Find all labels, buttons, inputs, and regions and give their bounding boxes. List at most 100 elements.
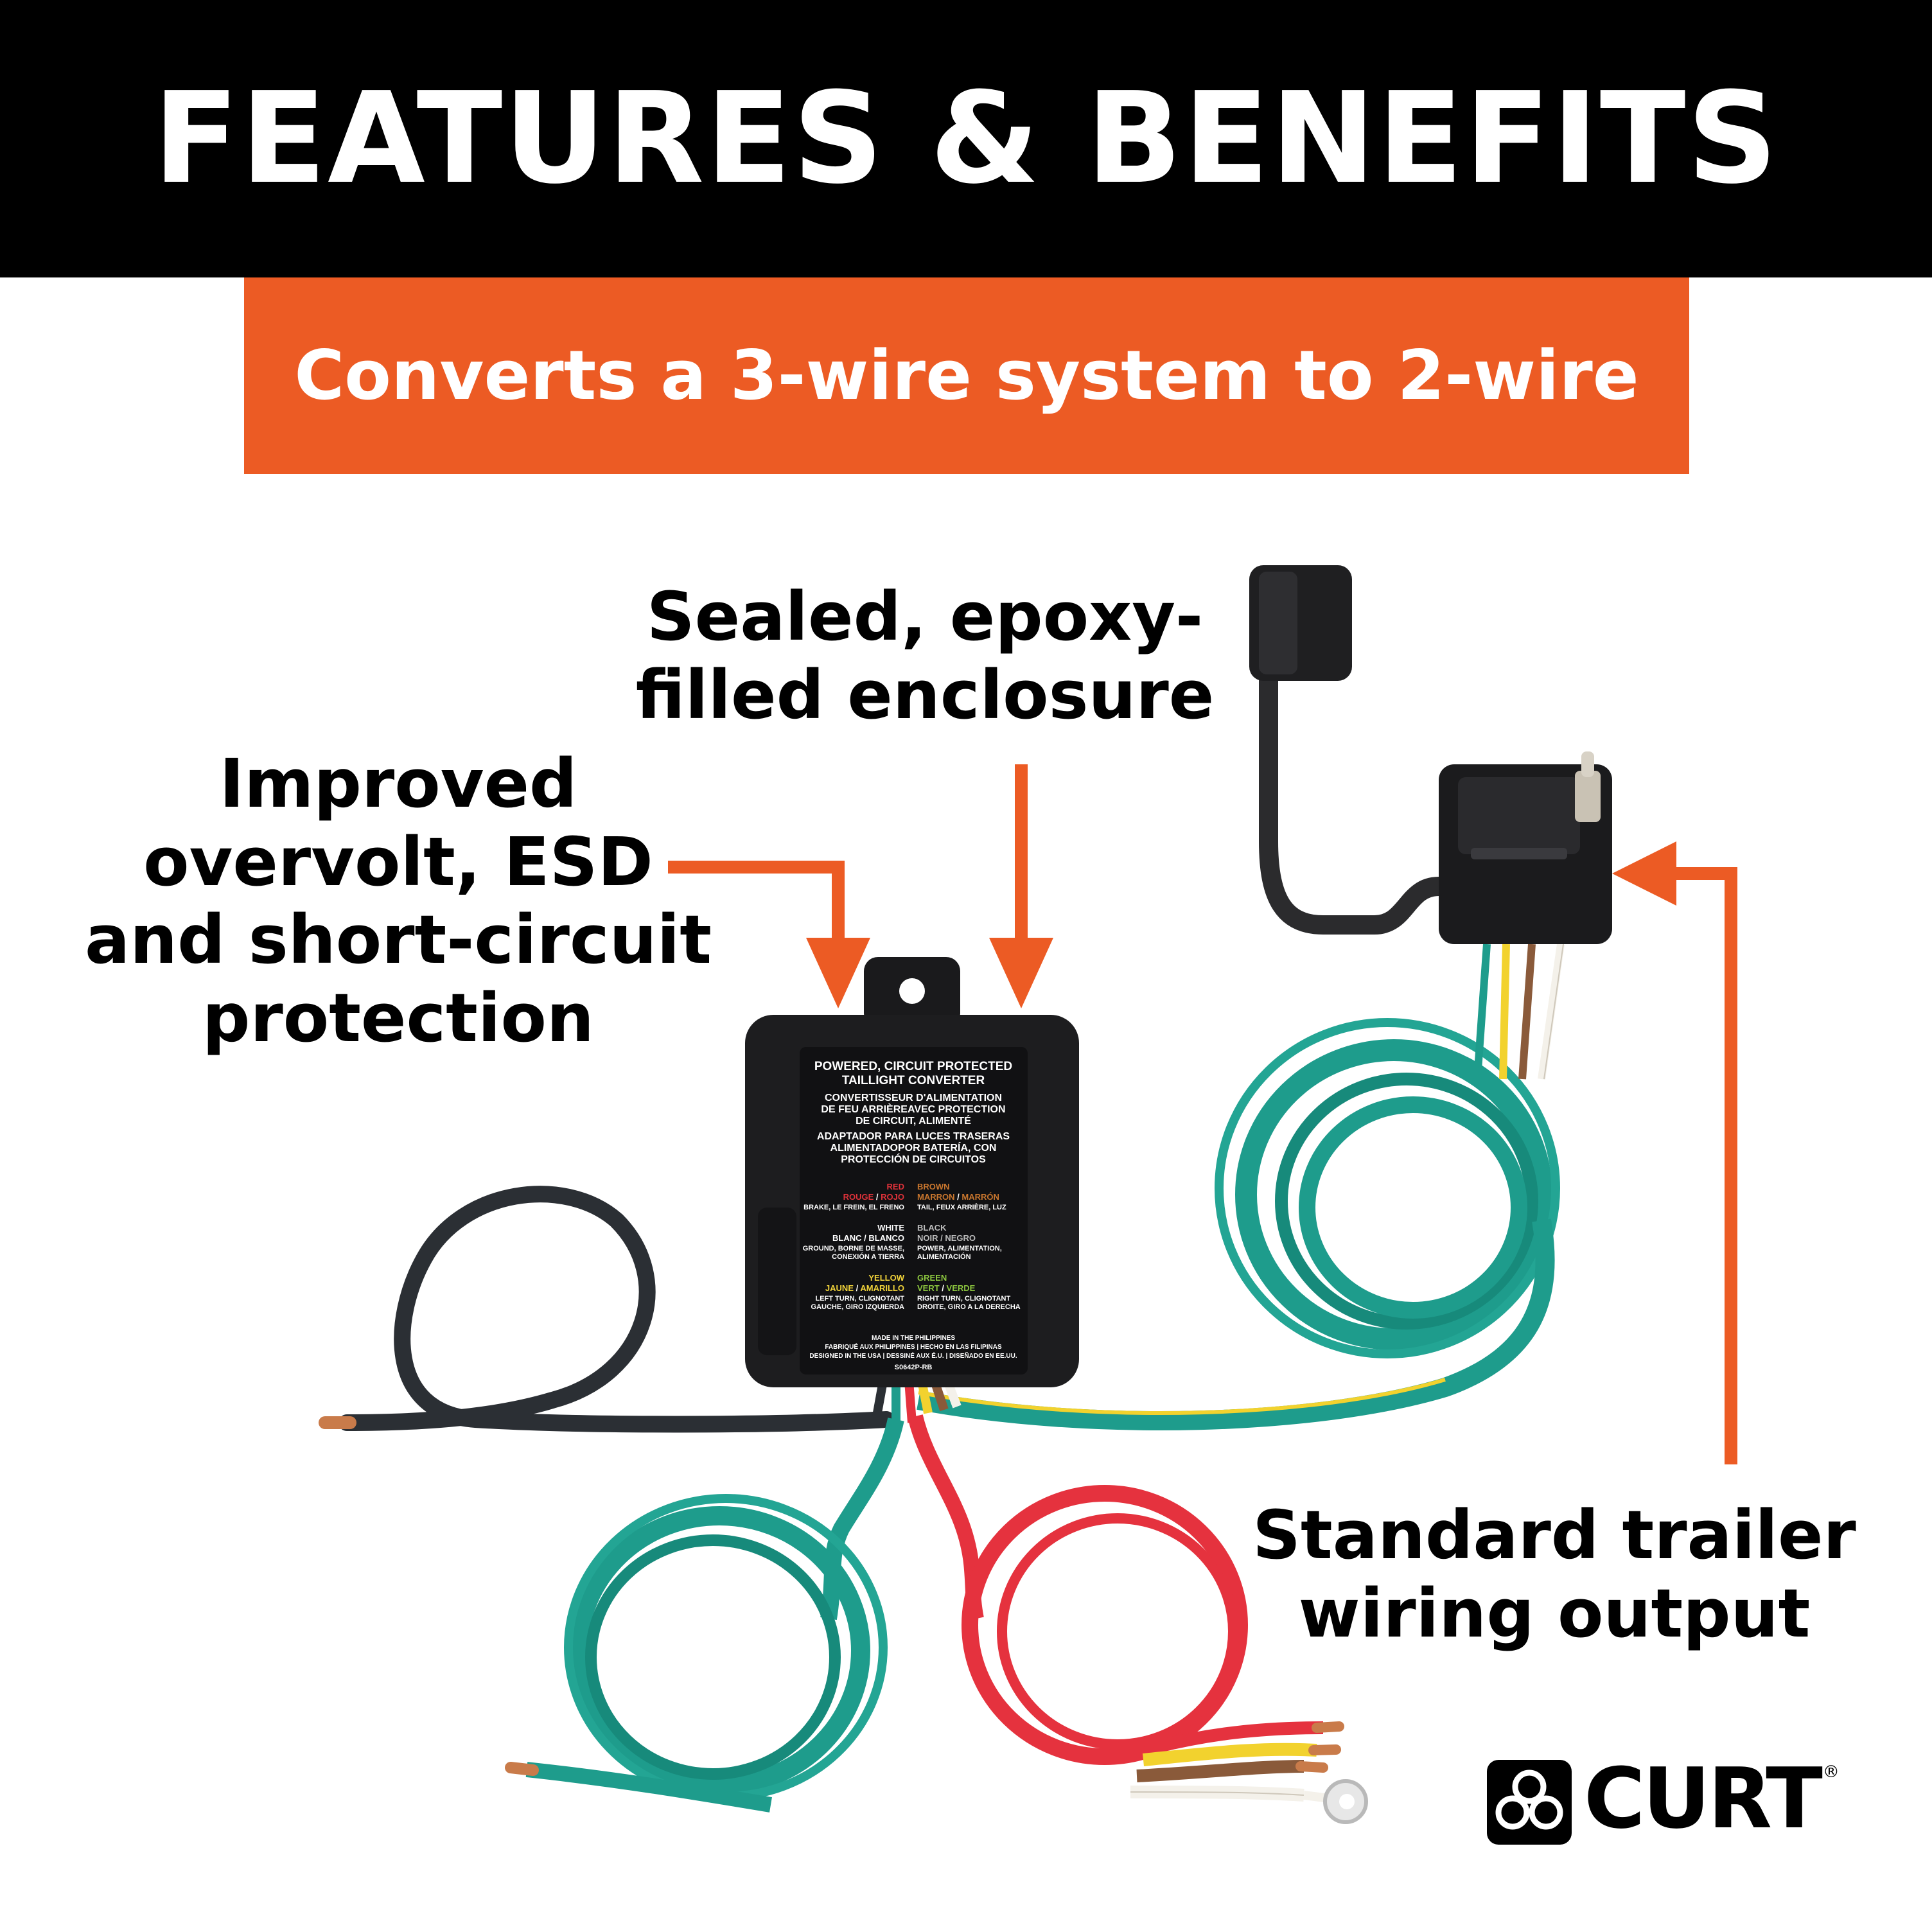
label-black-translation: NOIR / NEGRO [917, 1233, 976, 1243]
green-input-wire [505, 1418, 904, 1813]
brown-tail [1136, 1760, 1304, 1782]
label-es-1: ADAPTADOR PARA LUCES TRASERAS [817, 1131, 1010, 1142]
mounting-hole [899, 978, 925, 1004]
label-red-translation: ROUGE / ROJO [843, 1192, 904, 1202]
label-green-desc-1: RIGHT TURN, CLIGNOTANT [917, 1295, 1011, 1303]
black-power-wire [319, 1186, 895, 1433]
subtitle-text: Converts a 3-wire system to 2-wire [294, 336, 1639, 415]
label-white-es: BLANCO [868, 1233, 904, 1243]
connector-brown-wire [1518, 944, 1536, 1080]
label-black-desc-1: POWER, ALIMENTATION, [917, 1245, 1002, 1252]
label-title-2: TAILLIGHT CONVERTER [842, 1074, 985, 1087]
label-yellow-desc-1: LEFT TURN, CLIGNOTANT [816, 1295, 905, 1303]
brand-registered-mark: ® [1822, 1762, 1840, 1782]
arrow-down-icon [989, 938, 1053, 1008]
label-red-name: RED [887, 1182, 904, 1191]
label-made-1: MADE IN THE PHILIPPINES [872, 1335, 955, 1342]
label-heading: POWERED, CIRCUIT PROTECTED TAILLIGHT CON… [814, 1060, 1012, 1165]
red-tail [1154, 1721, 1324, 1753]
callout-improved-line-1: Improved [219, 744, 577, 823]
label-brown-sep: / [957, 1192, 960, 1202]
green-coil-2 [585, 1534, 841, 1780]
callout-improved-line-2: overvolt, ESD [143, 822, 653, 901]
arrow-standard [1612, 841, 1737, 1464]
label-red-fr: ROUGE [843, 1192, 874, 1202]
label-brown-es: MARRÓN [962, 1192, 999, 1202]
dust-cap-highlight [1259, 572, 1297, 674]
white-tail-outline [1130, 1791, 1304, 1796]
green-copper-tip [505, 1762, 539, 1776]
connector-pin-tip [1581, 751, 1594, 777]
red-coil-2 [997, 1513, 1238, 1750]
black-wire-path [338, 1186, 895, 1433]
callout-improved-line-3: and short-circuit [84, 900, 712, 979]
coil-loop-1 [1235, 1039, 1552, 1350]
label-yellow-desc-2: GAUCHE, GIRO IZQUIERDA [811, 1303, 905, 1311]
callout-standard-output: Standard trailer wiring output [1240, 1496, 1869, 1653]
label-green-desc-2: DROITE, GIRO A LA DERECHA [917, 1303, 1021, 1311]
red-coil-1 [962, 1485, 1248, 1765]
label-legend-left: RED ROUGE / ROJO BRAKE, LE FREIN, EL FRE… [803, 1182, 905, 1311]
brand-logo-spacer [1484, 1756, 1568, 1841]
arrow-improved-shaft [668, 861, 845, 944]
multi-input-wires [908, 1414, 1368, 1824]
brand-logo: CURT ® [1484, 1753, 1840, 1843]
connector-white-wire [1538, 944, 1565, 1080]
label-white-desc-1: GROUND, BORNE DE MASSE, [803, 1245, 904, 1252]
callout-sealed-enclosure: Sealed, epoxy- filled enclosure [604, 577, 1246, 734]
label-red-sep: / [876, 1192, 879, 1202]
label-white-desc-2: CONEXIÓN A TIERRA [832, 1252, 904, 1261]
arrow-down-icon [806, 938, 870, 1008]
converter-box: POWERED, CIRCUIT PROTECTED TAILLIGHT CON… [745, 957, 1079, 1387]
callout-improved-line-4: protection [202, 979, 594, 1058]
label-made-2: FABRIQUÉ AUX PHILIPPINES | HECHO EN LAS … [825, 1342, 1002, 1351]
connector-white-outline [1543, 944, 1564, 1080]
brand-name: CURT [1584, 1750, 1823, 1847]
green-tail [525, 1762, 772, 1813]
yellow-tail [1143, 1743, 1317, 1766]
harness-yellow-stripe [918, 1378, 1446, 1415]
logo-ring-top [1512, 1770, 1547, 1804]
label-green-es: VERDE [947, 1283, 976, 1293]
coil-loop-4 [1215, 1018, 1560, 1358]
connector-green-wire [1473, 944, 1491, 1080]
green-coil-1 [568, 1506, 870, 1795]
label-green-fr: VERT [917, 1283, 940, 1293]
label-made-3: DESIGNED IN THE USA | DESSINÉ AUX É.U. |… [809, 1351, 1017, 1360]
dust-cap-tether [1259, 633, 1461, 935]
brown-copper-tip [1295, 1761, 1328, 1773]
ring-terminal-hole [1339, 1794, 1355, 1809]
connector-yellow-wire [1499, 944, 1510, 1080]
label-es-2: ALIMENTADOPOR BATERÍA, CON [830, 1141, 997, 1154]
label-green-name: GREEN [917, 1273, 947, 1283]
label-green-translation: VERT / VERDE [917, 1283, 976, 1293]
connector-ridge [1471, 848, 1567, 859]
label-black-desc-2: ALIMENTACIÓN [917, 1252, 971, 1261]
label-yellow-translation: JAUNE / AMARILLO [825, 1283, 904, 1293]
harness-run [917, 1218, 1555, 1430]
label-black-es: NEGRO [945, 1233, 976, 1243]
callout-improved-protection: Improved overvolt, ESD and short-circuit… [45, 744, 751, 1058]
label-black-name: BLACK [917, 1223, 947, 1233]
label-brown-translation: MARRON / MARRÓN [917, 1192, 999, 1202]
header-bar: FEATURES & BENEFITS [0, 0, 1932, 277]
arrow-sealed [989, 764, 1053, 1008]
label-red-es: ROJO [881, 1192, 904, 1202]
red-copper-tip [1312, 1721, 1344, 1733]
label-green-sep: / [942, 1283, 944, 1293]
connector-face [1458, 777, 1580, 854]
coil-loop-2 [1275, 1073, 1538, 1330]
label-white-sep: / [864, 1233, 866, 1243]
label-black-fr: NOIR [917, 1233, 938, 1243]
label-yellow-fr: JAUNE [825, 1283, 854, 1293]
label-yellow-sep: / [856, 1283, 859, 1293]
label-red-desc: BRAKE, LE FREIN, EL FRENO [804, 1204, 904, 1211]
label-fr-3: DE CIRCUIT, ALIMENTÉ [856, 1114, 971, 1127]
label-part-number: S0642P-RB [895, 1364, 933, 1371]
label-es-3: PROTECCIÓN DE CIRCUITOS [841, 1153, 986, 1165]
label-legend-right: BROWN MARRON / MARRÓN TAIL, FEUX ARRIÈRE… [917, 1182, 1021, 1311]
coil-loop-3 [1299, 1096, 1527, 1319]
subtitle-band: Converts a 3-wire system to 2-wire [244, 277, 1689, 474]
label-fr-2: DE FEU ARRIÈREAVEC PROTECTION [821, 1103, 1005, 1115]
